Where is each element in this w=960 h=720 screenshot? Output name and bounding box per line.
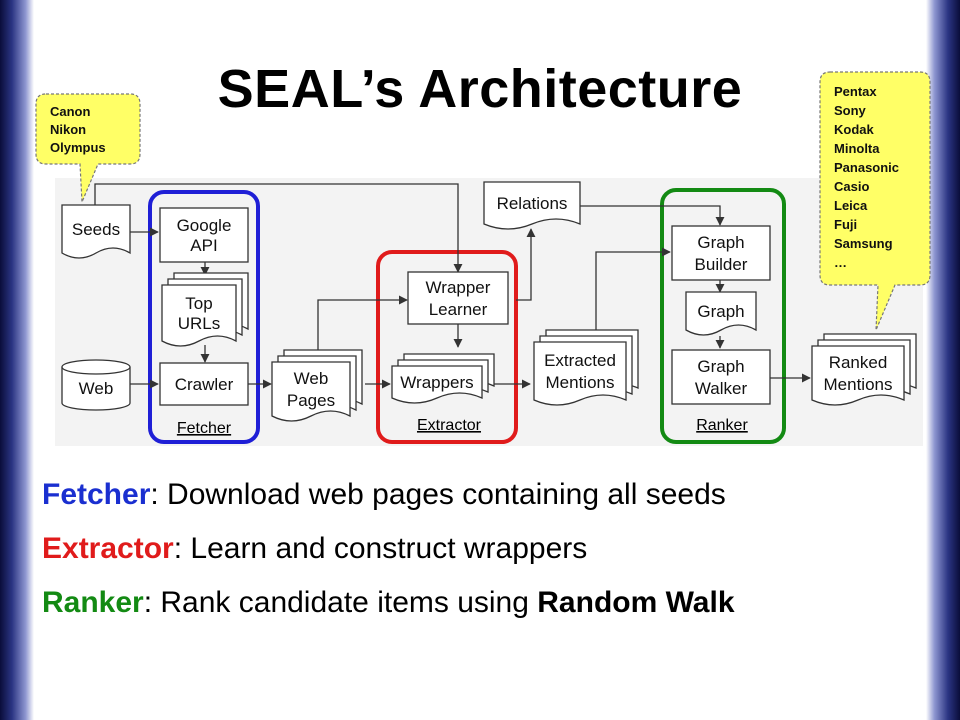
relations-document: Relations: [483, 181, 581, 230]
bullet-term: Ranker: [42, 586, 144, 619]
fetcher-group-frame: [148, 190, 260, 444]
left-frame-border: [0, 0, 34, 720]
result-item: Sony: [834, 103, 867, 118]
ranker-group-frame: [660, 188, 786, 444]
result-item: Panasonic: [834, 160, 899, 175]
wrappers-stack: Wrappers: [391, 353, 495, 404]
crawler-text: Crawler: [175, 375, 234, 394]
result-item: Kodak: [834, 122, 875, 137]
result-item: Minolta: [834, 141, 880, 156]
bullet-text: : Download web pages containing all seed…: [150, 478, 726, 511]
wrapper-learner-text: Wrapper: [426, 278, 491, 297]
result-item: Fuji: [834, 217, 857, 232]
extracted-mentions-text: Extracted: [544, 351, 616, 370]
bullet-extractor: Extractor: Learn and construct wrappers: [42, 534, 735, 564]
seeds-document: Seeds: [61, 204, 131, 259]
graph-walker-text: Graph: [697, 357, 744, 376]
result-item: Pentax: [834, 84, 877, 99]
extracted-mentions-text: Mentions: [546, 373, 615, 392]
bullet-term: Fetcher: [42, 478, 151, 511]
extractor-group-frame: [376, 250, 518, 444]
relations-text: Relations: [497, 194, 568, 213]
bullet-term: Extractor: [42, 532, 174, 565]
ranked-mentions-text: Ranked: [829, 353, 888, 372]
right-frame-border: [926, 0, 960, 720]
result-item: …: [834, 255, 847, 270]
slide-title: SEAL’s Architecture: [217, 59, 743, 119]
result-item: Leica: [834, 198, 868, 213]
bullet-ranker: Ranker: Rank candidate items using Rando…: [42, 588, 735, 618]
ranked-mentions-text: Mentions: [824, 375, 893, 394]
graph-walker-text: Walker: [695, 379, 748, 398]
web-text: Web: [79, 379, 114, 398]
graph-document: Graph: [685, 291, 757, 336]
seed-item: Canon: [50, 104, 91, 119]
web-pages-text: Web: [294, 369, 329, 388]
bullet-text: : Learn and construct wrappers: [173, 532, 588, 565]
results-callout-list: PentaxSonyKodakMinoltaPanasonicCasioLeic…: [834, 84, 899, 270]
result-item: Casio: [834, 179, 869, 194]
bullet-text: : Rank candidate items using: [143, 586, 538, 619]
seeds-callout: [35, 93, 141, 203]
results-callout: [819, 71, 931, 331]
ranker-label: Ranker: [696, 417, 748, 434]
top-urls-text: URLs: [178, 314, 221, 333]
result-item: Samsung: [834, 236, 893, 251]
extractor-label: Extractor: [417, 417, 482, 434]
bullet-list: Fetcher: Download web pages containing a…: [42, 480, 735, 642]
bullet-fetcher: Fetcher: Download web pages containing a…: [42, 480, 735, 510]
seeds-text: Seeds: [72, 220, 120, 239]
top-urls-text: Top: [185, 294, 212, 313]
web-database: Web: [61, 359, 131, 411]
wrapper-learner-text: Learner: [429, 300, 488, 319]
google-api-text: API: [190, 236, 217, 255]
bullet-strong: Random Walk: [537, 586, 735, 619]
google-api-text: Google: [177, 216, 232, 235]
graph-builder-text: Builder: [695, 255, 748, 274]
seed-item: Olympus: [50, 140, 106, 155]
seed-item: Nikon: [50, 122, 86, 137]
graph-text: Graph: [697, 302, 744, 321]
web-pages-text: Pages: [287, 391, 335, 410]
graph-builder-text: Graph: [697, 233, 744, 252]
crawler-node: Crawler: [159, 362, 249, 406]
fetcher-label: Fetcher: [177, 420, 232, 437]
wrappers-text: Wrappers: [400, 373, 473, 392]
